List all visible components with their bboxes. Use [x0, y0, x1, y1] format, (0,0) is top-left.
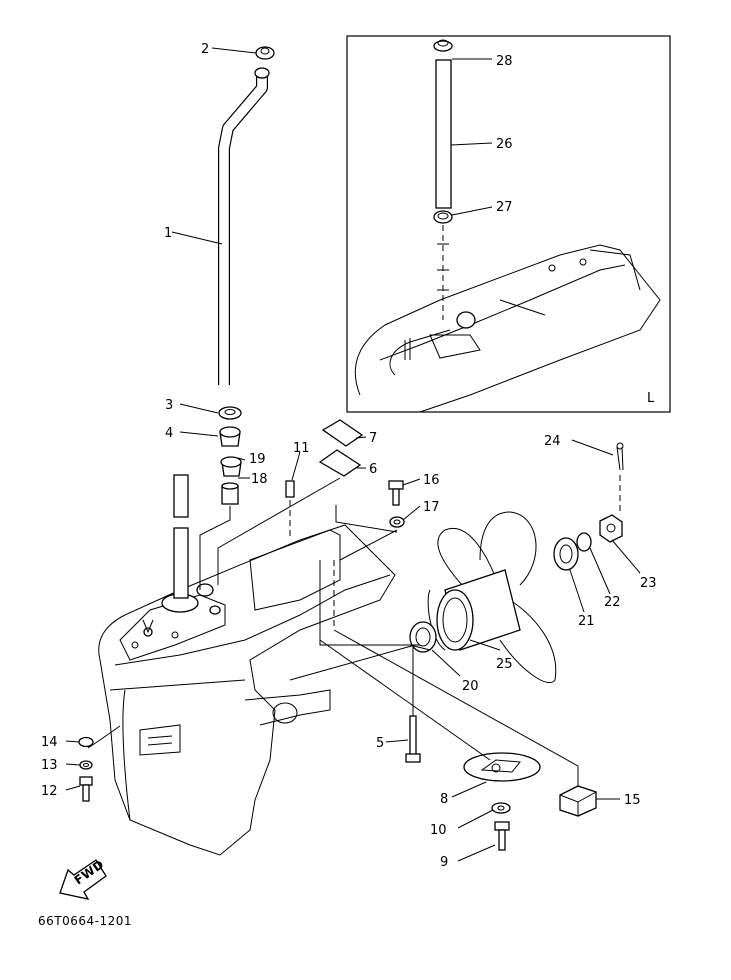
callout-3: 3	[165, 398, 173, 413]
callout-6: 6	[369, 462, 377, 477]
plate-6	[318, 449, 362, 477]
callout-24: 24	[544, 434, 561, 449]
bolt-5	[405, 715, 421, 763]
washer-13	[79, 760, 93, 770]
anode-15	[559, 785, 597, 817]
callout-15: 15	[624, 793, 641, 808]
callout-9: 9	[440, 855, 448, 870]
callout-7: 7	[369, 431, 377, 446]
washer-10	[491, 802, 511, 814]
gearcase-housing	[98, 474, 396, 856]
callout-4: 4	[165, 426, 173, 441]
inset-panel: L	[346, 35, 671, 413]
seal-3	[218, 406, 242, 420]
grommet-19	[220, 456, 242, 477]
callout-18: 18	[251, 472, 268, 487]
callout-17: 17	[423, 500, 440, 515]
inset-view-label: L	[647, 391, 655, 406]
callout-19: 19	[249, 452, 266, 467]
bolt-12	[79, 776, 93, 802]
dowel-pin-11	[285, 480, 295, 498]
callout-27: 27	[496, 200, 513, 215]
callout-10: 10	[430, 823, 447, 838]
grommet-4	[219, 426, 241, 447]
spacer-20	[409, 621, 437, 653]
callout-8: 8	[440, 792, 448, 807]
grommet-2	[255, 46, 275, 60]
forward-direction-arrow: FWD	[59, 857, 107, 900]
callout-labels: 1 2 3 4 5 6 7 8 9 10 11 12 13 14 15 16 1…	[41, 42, 657, 870]
callout-5: 5	[376, 736, 384, 751]
bolt-16	[388, 480, 404, 506]
callout-28: 28	[496, 54, 513, 69]
callout-1: 1	[164, 226, 172, 241]
callout-21: 21	[578, 614, 595, 629]
propeller-25	[427, 511, 557, 684]
washer-21	[553, 537, 579, 571]
callout-2: 2	[201, 42, 209, 57]
water-tube	[218, 67, 270, 385]
callout-14: 14	[41, 735, 58, 750]
leader-lines	[65, 47, 641, 862]
callout-20: 20	[462, 679, 479, 694]
washer-17	[389, 516, 405, 528]
cotter-pin-24	[616, 442, 624, 512]
callout-26: 26	[496, 137, 513, 152]
plate-7	[321, 419, 364, 447]
collar-18	[221, 482, 239, 505]
drawing-code: 66T0664-1201	[38, 914, 132, 928]
callout-13: 13	[41, 758, 58, 773]
callout-22: 22	[604, 595, 621, 610]
trim-tab-8	[463, 752, 541, 782]
washer-22	[576, 532, 592, 552]
bolt-9	[494, 821, 510, 851]
callout-23: 23	[640, 576, 657, 591]
callout-25: 25	[496, 657, 513, 672]
callout-16: 16	[423, 473, 440, 488]
callout-11: 11	[293, 441, 310, 456]
callout-12: 12	[41, 784, 58, 799]
washer-14	[78, 736, 94, 748]
nut-23	[599, 514, 623, 543]
